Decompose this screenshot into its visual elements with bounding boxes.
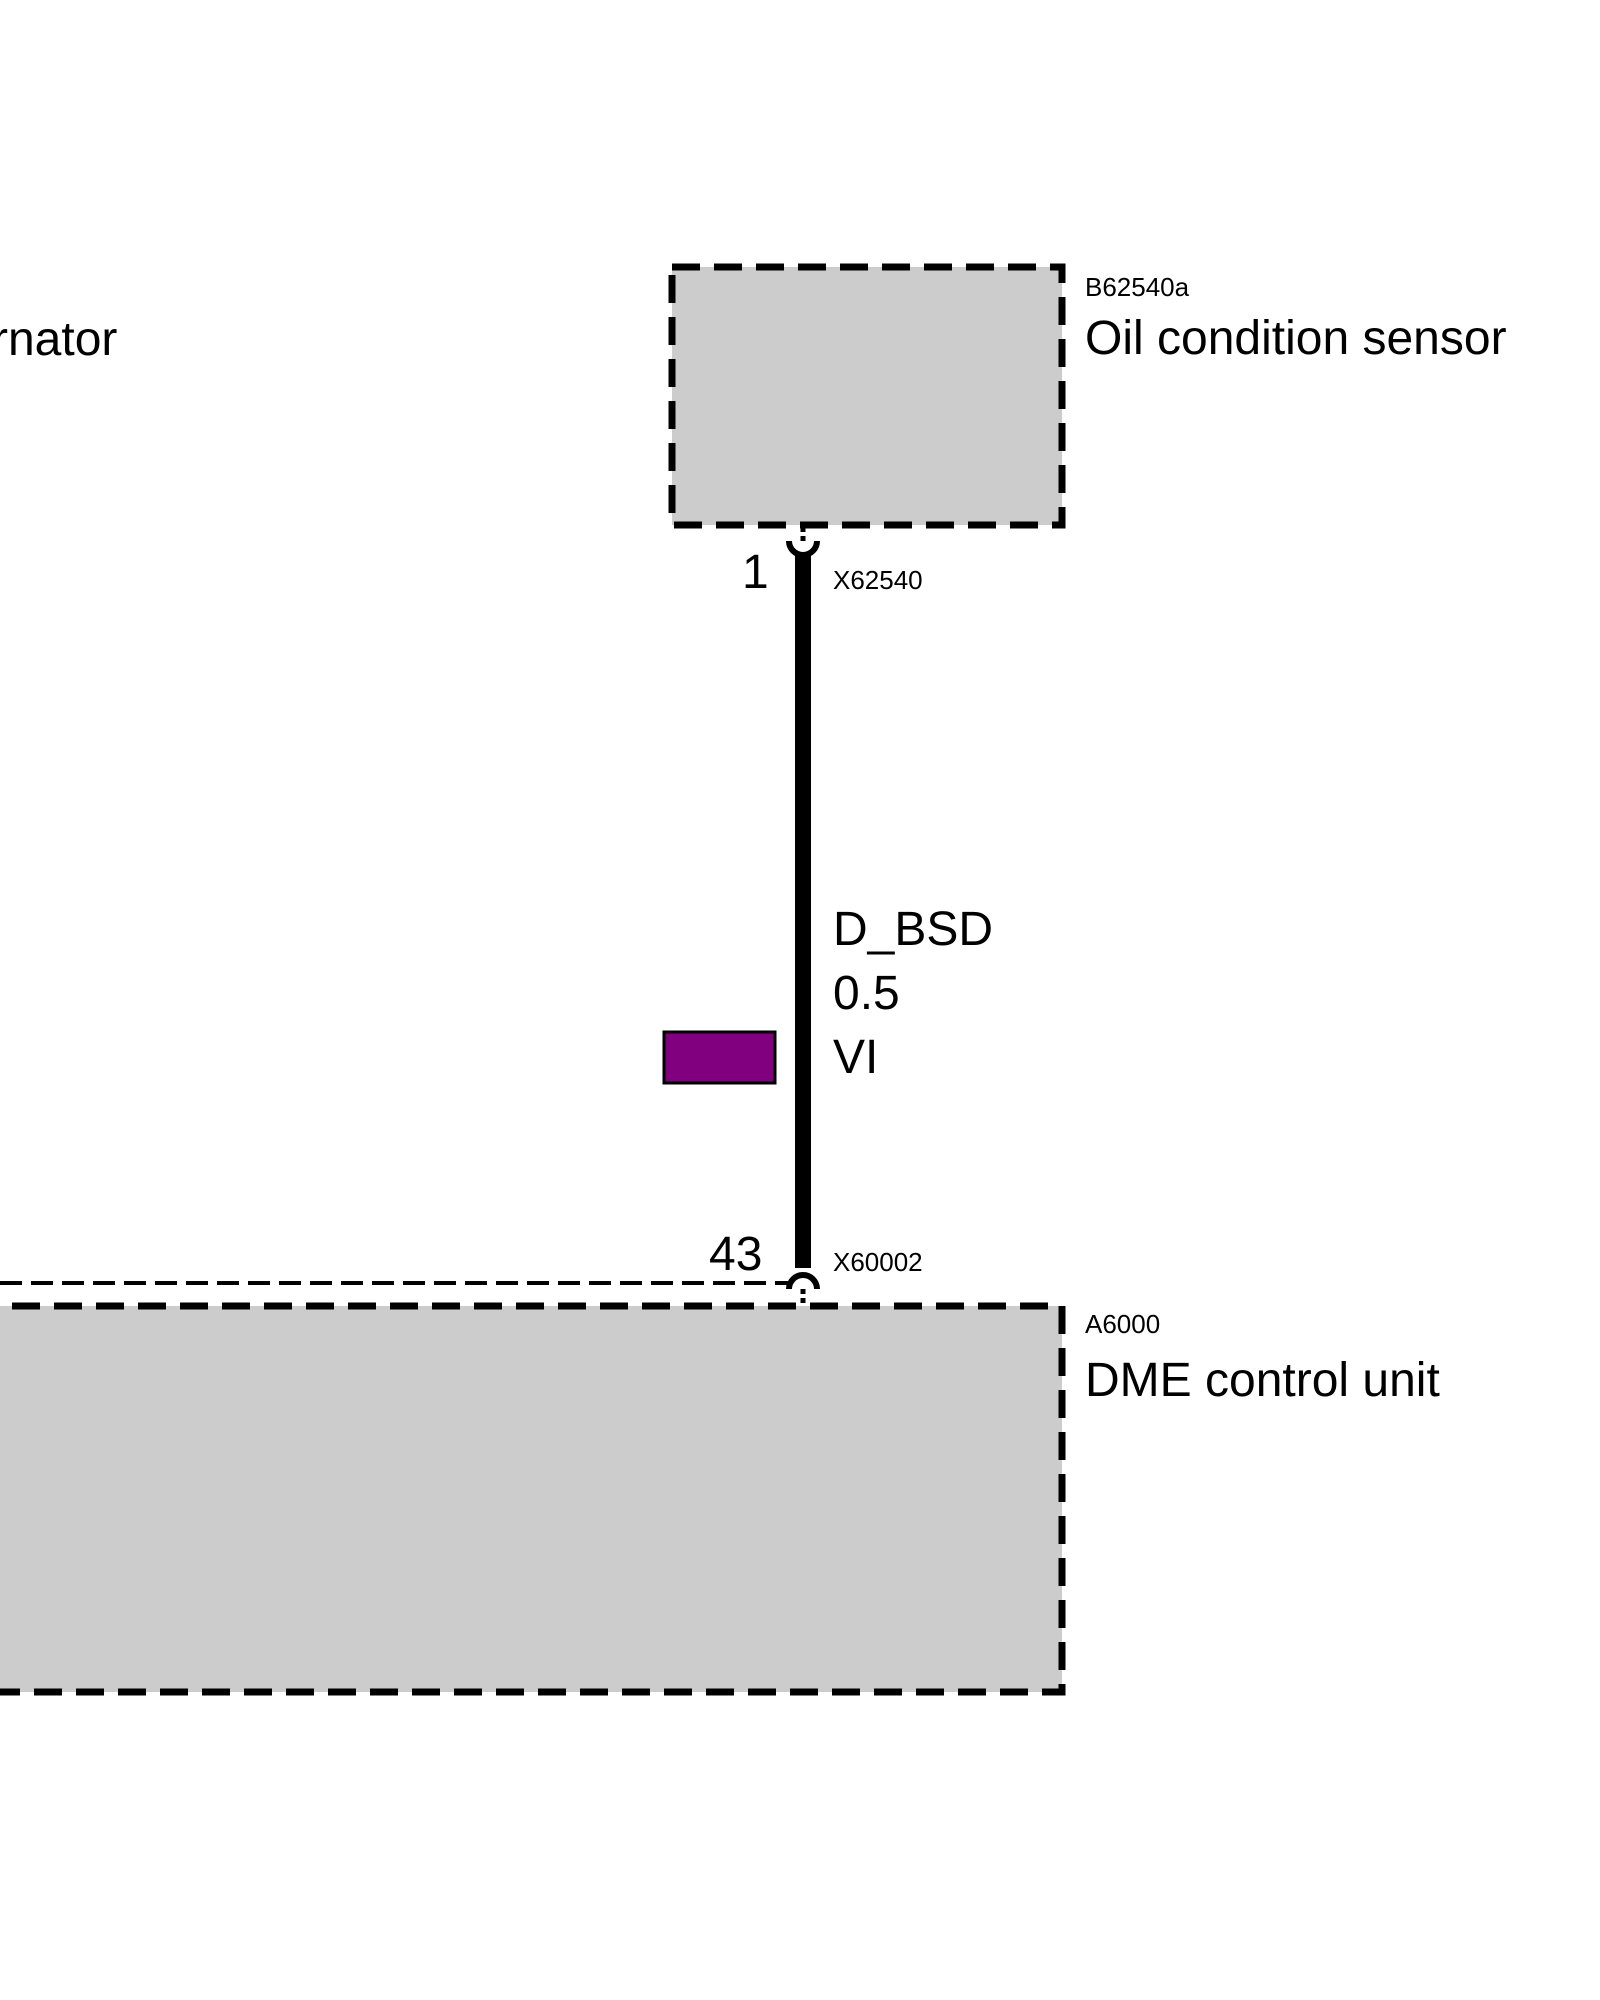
dme-pin-number: 43 bbox=[709, 1228, 762, 1281]
alternator-name-label: rnator bbox=[0, 313, 117, 366]
wire-signal-label: D_BSD bbox=[833, 903, 993, 956]
dme-control-unit-name-label: DME control unit bbox=[1085, 1354, 1440, 1407]
dme-connector-x60002: 43 X60002 bbox=[709, 1228, 923, 1303]
wire-cross-section-label: 0.5 bbox=[833, 967, 900, 1020]
oil-condition-sensor-name-label: Oil condition sensor bbox=[1085, 312, 1507, 365]
oil-condition-sensor-box bbox=[668, 263, 1066, 529]
sensor-pin-number: 1 bbox=[742, 546, 769, 599]
sensor-connector-x62540: 1 X62540 bbox=[742, 527, 923, 599]
oil-condition-sensor-id-label: B62540a bbox=[1085, 272, 1190, 302]
dme-control-unit-box bbox=[0, 1302, 1066, 1696]
dme-connector-id: X60002 bbox=[833, 1247, 923, 1277]
sensor-connector-pin-icon bbox=[786, 540, 820, 558]
oil-condition-sensor-component: B62540a Oil condition sensor bbox=[668, 263, 1507, 529]
dme-control-unit-component: A6000 DME control unit bbox=[0, 1302, 1440, 1696]
sensor-connector-id: X62540 bbox=[833, 565, 923, 595]
wire-color-code-label: VI bbox=[833, 1031, 878, 1084]
wire-color-swatch bbox=[662, 1030, 777, 1085]
dme-connector-pin-icon bbox=[786, 1272, 820, 1290]
dme-control-unit-id-label: A6000 bbox=[1085, 1309, 1160, 1339]
